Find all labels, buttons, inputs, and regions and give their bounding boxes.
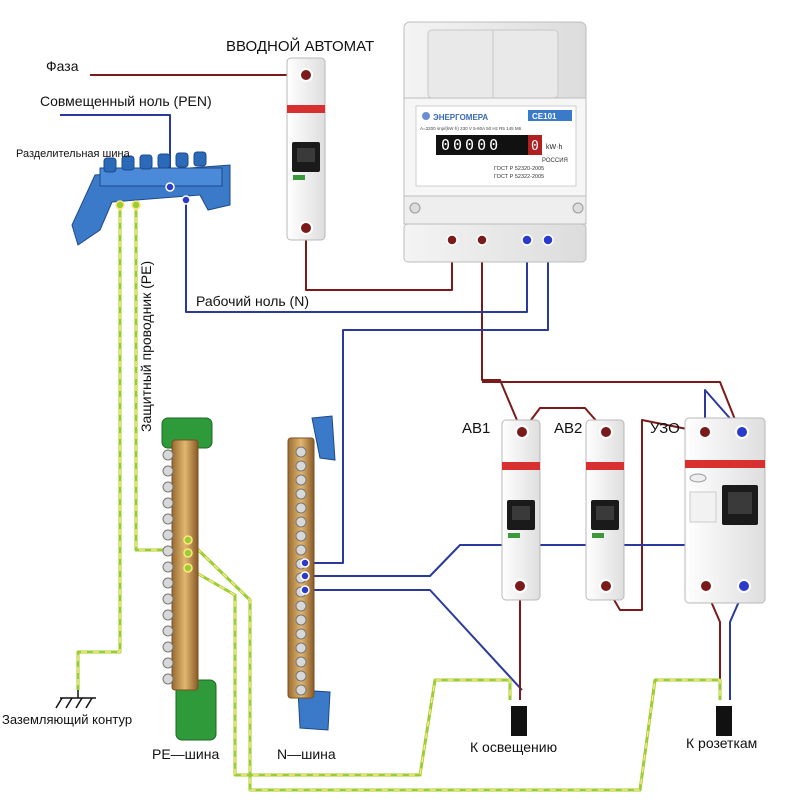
screw xyxy=(162,481,174,493)
to-sockets-label: К розеткам xyxy=(686,735,758,751)
phase-ab2-to-rcd xyxy=(605,419,703,611)
screw xyxy=(162,593,174,605)
screw xyxy=(162,673,174,685)
working-neutral-label: Рабочий ноль (N) xyxy=(196,293,309,309)
meter-unit: kW·h xyxy=(546,144,562,151)
screw xyxy=(162,465,174,477)
input-breaker xyxy=(286,57,326,241)
screw xyxy=(162,657,174,669)
pe-bus xyxy=(161,417,217,741)
screw xyxy=(162,577,174,589)
meter-gost-2: ГОСТ Р 52322-2005 xyxy=(494,174,544,180)
meter-terminal-phase-in xyxy=(446,234,458,246)
rcd xyxy=(684,417,766,604)
breaker-ab2 xyxy=(585,419,625,601)
ground-icon xyxy=(55,690,96,709)
screw xyxy=(162,641,174,653)
screw xyxy=(162,497,174,509)
neutral-nbus-to-lighting xyxy=(305,589,523,691)
phase-breaker-to-meter xyxy=(305,228,453,291)
pe-conductor-label: Защитный проводник (PE) xyxy=(138,260,154,432)
splitter-bus xyxy=(71,151,231,246)
screw xyxy=(295,530,307,542)
meter-terminal-neutral-out xyxy=(542,234,554,246)
screw xyxy=(162,529,174,541)
rcd-out-neutral xyxy=(729,589,745,700)
screw xyxy=(162,545,174,557)
screw xyxy=(295,446,307,458)
neutral-meter-to-nbus xyxy=(305,240,549,564)
screw xyxy=(295,656,307,668)
pe-bus-label: PE—шина xyxy=(152,746,220,762)
ab1-label: АВ1 xyxy=(462,420,491,437)
screw xyxy=(295,642,307,654)
ground-loop-label: Заземляющий контур xyxy=(2,712,133,727)
pe-bus-screws xyxy=(162,449,174,685)
energy-meter: ЭНЕРГОМЕРА CE101 A=3200 imp/(kW·h) 230 V… xyxy=(403,21,587,263)
rcd-label: УЗО xyxy=(650,420,680,437)
screw xyxy=(295,628,307,640)
meter-spec: A=3200 imp/(kW·h) 230 V 5-60A 50 Hz R5 1… xyxy=(420,126,522,131)
screw xyxy=(162,609,174,621)
screw xyxy=(295,474,307,486)
meter-gost-1: ГОСТ Р 52320-2005 xyxy=(494,166,544,172)
screw xyxy=(162,449,174,461)
meter-terminal-neutral-in xyxy=(521,234,533,246)
neutral-nbus-to-rcd xyxy=(305,389,743,577)
screw xyxy=(295,600,307,612)
n-bus xyxy=(287,415,336,731)
to-lighting-label: К освещению xyxy=(470,739,558,755)
n-bus-label: N—шина xyxy=(277,746,336,762)
screw xyxy=(162,513,174,525)
neutral-splitter-to-meter xyxy=(185,200,528,313)
sockets-connector xyxy=(716,706,732,736)
screw xyxy=(295,670,307,682)
screw xyxy=(162,625,174,637)
phase-meter-out xyxy=(481,240,523,433)
lighting-connector xyxy=(511,706,527,736)
meter-terminal-phase-out xyxy=(476,234,488,246)
screw xyxy=(295,684,307,696)
ab2-label: АВ2 xyxy=(554,420,583,437)
screw xyxy=(295,460,307,472)
screw xyxy=(295,614,307,626)
phase-to-rcd xyxy=(482,381,741,433)
meter-model: CE101 xyxy=(532,112,557,121)
phase-label: Фаза xyxy=(46,58,79,74)
input-breaker-label: ВВОДНОЙ АВТОМАТ xyxy=(226,38,375,55)
screw xyxy=(295,502,307,514)
pen-label: Совмещенный ноль (PEN) xyxy=(40,93,212,109)
brand-logo-icon xyxy=(422,112,430,120)
screw xyxy=(295,544,307,556)
meter-digits: 00000 xyxy=(441,136,501,154)
screw xyxy=(295,516,307,528)
screw xyxy=(162,561,174,573)
meter-country: РОССИЯ xyxy=(542,158,568,164)
meter-brand: ЭНЕРГОМЕРА xyxy=(433,113,488,122)
rcd-out-phase xyxy=(705,589,721,700)
breaker-ab1 xyxy=(501,419,541,601)
screw xyxy=(295,488,307,500)
splitter-bus-label: Разделительная шина xyxy=(16,148,130,160)
meter-last-digit: 0 xyxy=(531,139,539,154)
